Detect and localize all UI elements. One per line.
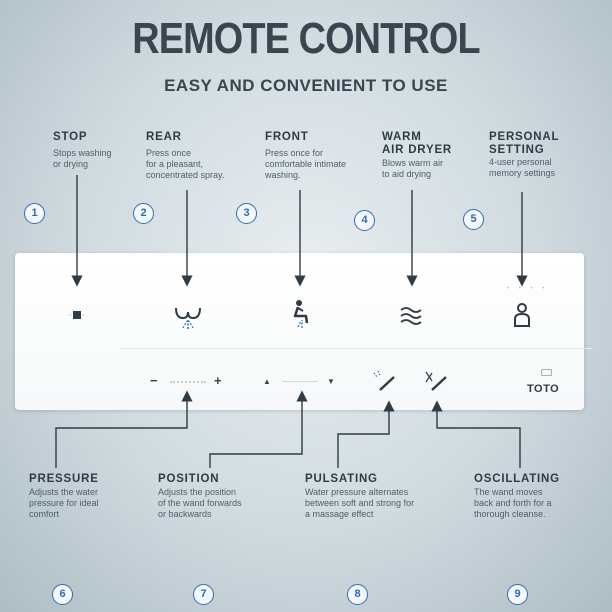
badge-5: 5 (463, 209, 484, 230)
status-led (541, 369, 552, 376)
badge-3: 3 (236, 203, 257, 224)
memory-indicator-dots: • • • • (507, 286, 549, 292)
pulsating-description: Water pressure alternates between soft a… (305, 487, 415, 519)
oscillating-button[interactable] (424, 370, 448, 392)
position-description: Adjusts the position of the wand forward… (158, 487, 242, 519)
position-back-button[interactable]: ▲ (263, 377, 271, 386)
position-forward-button[interactable]: ▼ (327, 377, 335, 386)
brand-logo: TOTO (527, 383, 560, 395)
personal-setting-description: 4-user personal memory settings (489, 157, 556, 178)
page-subtitle: EASY AND CONVENIENT TO USE (164, 76, 448, 95)
oscillating-label: OSCILLATING (474, 473, 560, 485)
front-label: FRONT (265, 131, 309, 143)
pressure-decrease-button[interactable]: − (150, 373, 158, 388)
badge-7: 7 (193, 584, 214, 605)
rear-wash-button[interactable] (173, 302, 203, 330)
page-title: REMOTE CONTROL (132, 14, 480, 63)
badge-4: 4 (354, 210, 375, 231)
position-level-indicator (282, 381, 318, 382)
rear-description: Press once for a pleasant, concentrated … (146, 148, 225, 180)
pressure-label: PRESSURE (29, 473, 99, 485)
badge-1: 1 (24, 203, 45, 224)
badge-8: 8 (347, 584, 368, 605)
personal-setting-label: PERSONAL SETTING (489, 131, 560, 156)
stop-label: STOP (53, 131, 88, 143)
pressure-description: Adjusts the water pressure for ideal com… (29, 487, 99, 519)
warm-air-dryer-description: Blows warm air to aid drying (382, 158, 444, 179)
badge-2: 2 (133, 203, 154, 224)
air-dryer-button[interactable] (399, 305, 425, 327)
pulsating-label: PULSATING (305, 473, 378, 485)
pulsating-button[interactable] (372, 370, 396, 392)
pressure-level-indicator (170, 381, 206, 383)
badge-9: 9 (507, 584, 528, 605)
oscillating-description: The wand moves back and forth for a thor… (474, 487, 552, 519)
front-description: Press once for comfortable intimate wash… (265, 148, 347, 180)
stop-description: Stops washing or drying (53, 148, 112, 169)
rear-label: REAR (146, 131, 182, 143)
warm-air-dryer-label: WARM AIR DRYER (382, 131, 453, 156)
front-wash-button[interactable] (287, 299, 315, 329)
stop-button[interactable] (68, 307, 86, 323)
position-label: POSITION (158, 473, 220, 485)
panel-divider (120, 348, 592, 349)
personal-setting-button[interactable] (512, 302, 532, 328)
badge-6: 6 (52, 584, 73, 605)
pressure-increase-button[interactable]: + (214, 373, 222, 388)
